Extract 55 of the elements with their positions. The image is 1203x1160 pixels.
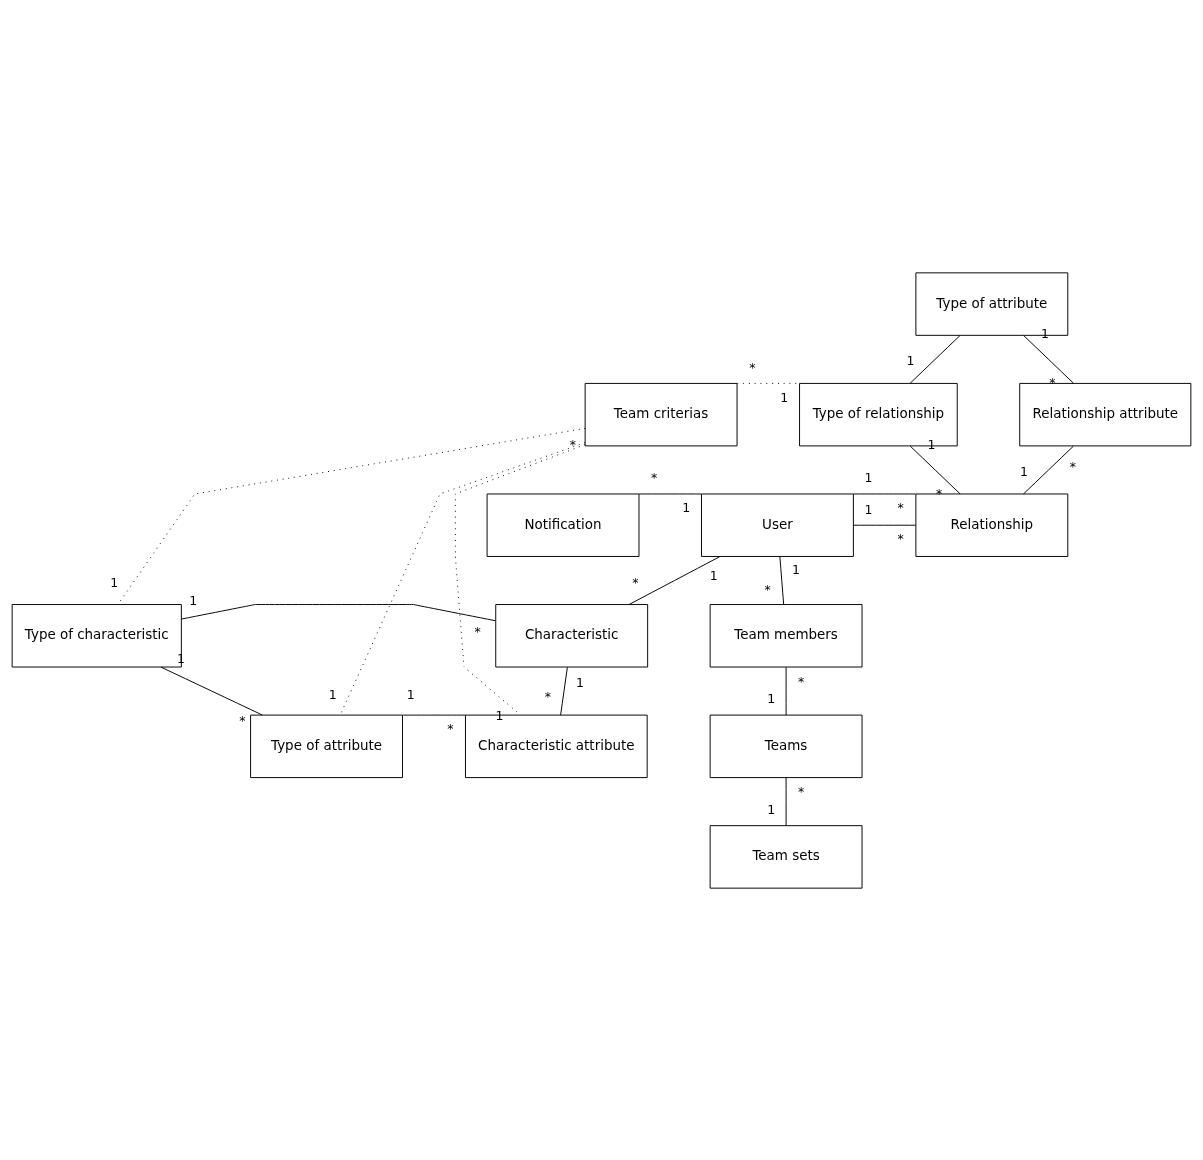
label: * bbox=[239, 712, 246, 728]
label: * bbox=[897, 530, 904, 546]
connector bbox=[853, 524, 917, 526]
connector bbox=[181, 603, 496, 621]
connector bbox=[736, 382, 800, 384]
label: * bbox=[651, 469, 658, 485]
label: 1 bbox=[791, 561, 800, 577]
label: 1 bbox=[110, 574, 119, 590]
connector bbox=[779, 555, 785, 605]
label: 1 bbox=[189, 592, 198, 608]
connector bbox=[785, 776, 787, 826]
node-box: Type of attribute bbox=[250, 714, 403, 778]
label: 1 bbox=[1019, 463, 1028, 479]
connector bbox=[853, 493, 917, 494]
connector bbox=[1023, 334, 1075, 384]
connector bbox=[402, 714, 466, 716]
connector bbox=[560, 666, 568, 716]
label: * bbox=[569, 436, 576, 452]
node-box: User bbox=[701, 493, 854, 557]
node-box: Team members bbox=[709, 603, 863, 667]
label: * bbox=[797, 783, 805, 799]
label: 1 bbox=[767, 690, 776, 706]
label: * bbox=[797, 673, 805, 689]
connector bbox=[909, 445, 961, 494]
node-box: Teams bbox=[709, 714, 863, 778]
connector bbox=[628, 555, 721, 605]
label: 1 bbox=[576, 674, 585, 690]
label: 1 bbox=[682, 499, 691, 515]
connector bbox=[1023, 445, 1074, 494]
connector bbox=[909, 334, 961, 384]
label: * bbox=[749, 359, 756, 375]
label: * bbox=[474, 623, 481, 639]
label: * bbox=[544, 688, 552, 704]
label: * bbox=[632, 574, 639, 590]
label: 1 bbox=[780, 389, 789, 405]
label: * bbox=[764, 581, 771, 597]
label: 1 bbox=[864, 501, 873, 517]
label: 1 bbox=[767, 801, 776, 817]
label: 1 bbox=[406, 686, 415, 702]
label: * bbox=[447, 720, 454, 736]
connector bbox=[638, 493, 702, 494]
label: * bbox=[897, 499, 904, 515]
connector bbox=[454, 443, 586, 716]
node-box: Team criterias bbox=[584, 382, 738, 446]
node-box: Team sets bbox=[709, 824, 863, 889]
label: 1 bbox=[328, 686, 337, 702]
label: 1 bbox=[906, 353, 915, 368]
connector bbox=[339, 441, 586, 716]
connector bbox=[785, 666, 787, 716]
connector bbox=[160, 666, 263, 715]
label: 1 bbox=[864, 469, 873, 485]
node-box: Notification bbox=[486, 493, 640, 557]
node-box: Characteristic bbox=[495, 603, 649, 667]
label: * bbox=[1069, 458, 1077, 474]
label: 1 bbox=[709, 567, 718, 583]
